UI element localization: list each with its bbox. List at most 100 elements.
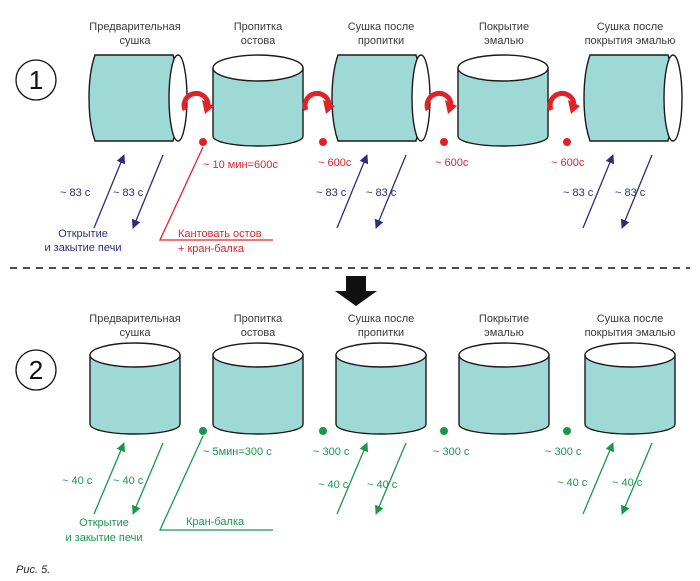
door-note: Открытие [58,228,108,240]
figure-caption: Рис. 5. [16,564,50,576]
door-time: ~ 40 с [62,475,93,487]
door-open-arrow [582,154,615,229]
door-close-arrow [374,154,407,229]
stage-1-rotate-arrows [181,90,580,114]
transfer-time: ~ 600с [318,157,352,169]
door-open-arrow [336,442,369,515]
down-arrow-icon [335,276,377,306]
door-close-arrow [620,442,653,515]
transfer-time: ~ 300 с [433,446,470,458]
stage-1-number-circle [15,59,57,101]
door-open-arrow [93,154,126,229]
crane-note: Кантовать остов [178,228,262,240]
stage-1-transfer-times: ~ 10 мин=600с ~ 600с ~ 600с ~ 600с [203,157,585,171]
oven-cylinder [331,54,431,142]
stage-2-transfer-dots [199,427,571,435]
door-time: ~ 40 с [113,475,144,487]
tank-cylinder [212,342,304,435]
tank-cylinder [584,342,676,435]
crane-leader-line [158,146,273,241]
transfer-dot [199,138,207,146]
door-open-arrow [582,442,615,515]
rotate-arrow-icon [547,90,580,114]
door-time: ~ 40 с [612,477,643,489]
door-time: ~ 83 с [366,187,397,199]
station-title: Пропитка [234,313,283,325]
door-time: ~ 40 с [557,477,588,489]
station-title: Пропитка [234,21,283,33]
transfer-time: ~ 10 мин=600с [203,159,278,171]
door-note: и закытие печи [44,242,121,254]
station-title: остова [241,327,276,339]
door-close-arrow [131,154,164,229]
stage-1: 1 Предварительная сушка Пропитка остова … [15,21,683,255]
door-note: Открытие [79,517,129,529]
transfer-time: ~ 300 с [313,446,350,458]
door-time: ~ 83 с [316,187,347,199]
station-title: эмалью [484,327,524,339]
crane-note: + кран-балка [178,243,245,255]
transfer-dot [440,138,448,146]
station-title: Предварительная [89,21,180,33]
station-title: Сушка после [348,21,415,33]
door-open-arrow [93,442,126,515]
stage-1-ovens [88,54,683,147]
stage-2-door-arrows [93,442,653,515]
door-close-arrow [620,154,653,229]
door-time: ~ 83 с [563,187,594,199]
station-title: пропитки [358,327,404,339]
door-note: и закытие печи [65,532,142,544]
transfer-dot [319,138,327,146]
stage-2-transfer-times: ~ 5мин=300 с ~ 300 с ~ 300 с ~ 300 с [203,446,582,458]
station-title: сушка [120,35,152,47]
door-time: ~ 83 с [60,187,91,199]
station-title: Покрытие [479,313,529,325]
stage-1-station-titles: Предварительная сушка Пропитка остова Су… [89,21,675,47]
transfer-time: ~ 5мин=300 с [203,446,272,458]
transfer-dot [319,427,327,435]
station-title: Сушка после [597,313,664,325]
crane-note: Кран-балка [186,516,245,528]
station-title: пропитки [358,35,404,47]
transfer-dot [563,138,571,146]
rotate-arrow-icon [181,90,214,114]
stage-2-tanks [89,342,676,435]
stage-2: 2 Предварительная сушка Пропитка остова … [15,313,676,544]
station-title: покрытия эмалью [585,327,676,339]
stage-2-number: 2 [29,355,43,385]
stage-1-number: 1 [29,65,43,95]
station-title: сушка [120,327,152,339]
transfer-dot [199,427,207,435]
stage-1-door-arrows [93,154,653,229]
station-title: остова [241,35,276,47]
oven-cylinder [88,54,188,142]
station-title: покрытия эмалью [585,35,676,47]
stage-2-station-titles: Предварительная сушка Пропитка остова Су… [89,313,675,339]
door-time: ~ 83 с [615,187,646,199]
door-time: ~ 40 с [367,479,398,491]
stage-2-number-circle [15,349,57,391]
stage-1-door-times: ~ 83 с ~ 83 с ~ 83 с ~ 83 с ~ 83 с ~ 83 … [60,187,646,199]
door-time: ~ 83 с [113,187,144,199]
tank-cylinder [458,342,550,435]
transfer-time: ~ 600с [435,157,469,169]
crane-leader-line [158,435,273,531]
tank-cylinder [335,342,427,435]
door-close-arrow [374,442,407,515]
transfer-time: ~ 300 с [545,446,582,458]
station-title: Сушка после [597,21,664,33]
rotate-arrow-icon [424,90,457,114]
transfer-dot [440,427,448,435]
door-open-arrow [336,154,369,229]
stage-1-transfer-dots [199,138,571,146]
door-time: ~ 40 с [318,479,349,491]
station-title: эмалью [484,35,524,47]
enamel-tank [457,54,549,147]
stage-2-door-times: ~ 40 с ~ 40 с ~ 40 с ~ 40 с ~ 40 с ~ 40 … [62,475,643,491]
door-close-arrow [131,442,164,515]
station-title: Сушка после [348,313,415,325]
station-title: Предварительная [89,313,180,325]
oven-cylinder [583,54,683,142]
tank-cylinder [89,342,181,435]
